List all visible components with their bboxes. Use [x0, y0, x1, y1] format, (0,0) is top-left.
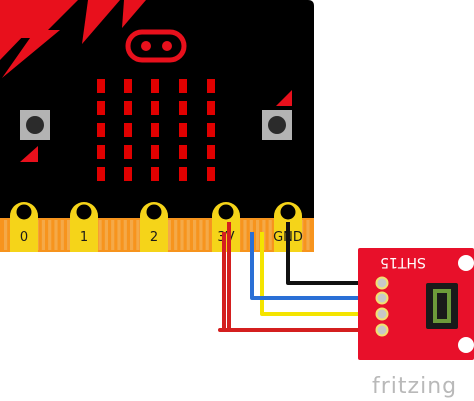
sensor-pin-4[interactable] — [375, 323, 389, 337]
edge-finger — [60, 220, 64, 250]
edge-finger — [130, 220, 134, 250]
button-b-cap[interactable] — [268, 116, 286, 134]
corner-logo-bolt — [2, 0, 78, 78]
led-0-4 — [207, 79, 215, 93]
edge-finger — [167, 220, 171, 250]
led-matrix — [97, 79, 215, 181]
button-b-indicator — [276, 90, 292, 106]
edge-finger — [256, 220, 260, 250]
edge-finger — [48, 220, 52, 250]
led-4-0 — [97, 167, 105, 181]
sensor-pin-1[interactable] — [375, 276, 389, 290]
edge-finger — [123, 220, 127, 250]
led-3-4 — [207, 145, 215, 159]
sensor-pin-2[interactable] — [375, 291, 389, 305]
led-3-1 — [124, 145, 132, 159]
edge-finger — [54, 220, 58, 250]
sensor-mount-hole-bottom-cut — [458, 337, 474, 353]
edge-finger — [117, 220, 121, 250]
button-b[interactable] — [262, 90, 292, 140]
pin-pad-hole — [146, 204, 162, 220]
edge-finger — [180, 220, 184, 250]
sensor-mount-hole-top-cut — [458, 255, 474, 271]
yellow-wire[interactable] — [260, 232, 380, 316]
edge-finger — [199, 220, 203, 250]
edge-finger — [67, 220, 71, 250]
pin-pad-hole — [218, 204, 234, 220]
edge-finger — [104, 220, 108, 250]
touch-logo-dot-left — [141, 41, 151, 51]
led-4-4 — [207, 167, 215, 181]
led-4-2 — [151, 167, 159, 181]
led-3-2 — [151, 145, 159, 159]
button-a-cap[interactable] — [26, 116, 44, 134]
fritzing-watermark: fritzing — [372, 374, 457, 399]
pin-pad-hole — [280, 204, 296, 220]
led-2-2 — [151, 123, 159, 137]
led-3-3 — [179, 145, 187, 159]
edge-finger — [136, 220, 140, 250]
led-4-3 — [179, 167, 187, 181]
corner-logo-wedge-small — [122, 0, 146, 28]
button-a-indicator — [20, 146, 38, 162]
edge-finger — [205, 220, 209, 250]
sensor-pin-3[interactable] — [375, 307, 389, 321]
pin-label: 0 — [20, 230, 28, 245]
led-2-4 — [207, 123, 215, 137]
led-0-2 — [151, 79, 159, 93]
touch-logo-outline[interactable] — [125, 29, 187, 63]
edge-finger — [306, 220, 310, 250]
pin-pad-0[interactable]: 0 — [10, 202, 38, 252]
pin-label: 1 — [80, 230, 88, 245]
sensor-chip-window — [437, 293, 447, 319]
edge-finger — [98, 220, 102, 250]
black-wire[interactable] — [286, 222, 380, 285]
led-1-2 — [151, 101, 159, 115]
edge-finger — [186, 220, 190, 250]
edge-finger — [243, 220, 247, 250]
edge-finger — [268, 220, 272, 250]
led-0-0 — [97, 79, 105, 93]
pin-pad-bottom — [70, 226, 98, 252]
pin-label: 2 — [150, 230, 158, 245]
pin-pad-hole — [76, 204, 92, 220]
led-2-0 — [97, 123, 105, 137]
wires — [218, 222, 380, 332]
led-1-1 — [124, 101, 132, 115]
pin-label: 3V — [217, 230, 234, 245]
touch-logo-dot-right — [162, 41, 172, 51]
pin-pad-2[interactable]: 2 — [140, 202, 168, 252]
blue-wire[interactable] — [250, 232, 380, 300]
sensor-pins — [375, 276, 389, 337]
sensor-label: SHT15 — [380, 254, 426, 270]
led-0-3 — [179, 79, 187, 93]
edge-finger — [174, 220, 178, 250]
corner-logo-wedge — [82, 0, 120, 44]
edge-finger — [4, 220, 8, 250]
led-0-1 — [124, 79, 132, 93]
edge-finger — [41, 220, 45, 250]
pin-pad-bottom — [140, 226, 168, 252]
button-a[interactable] — [20, 110, 50, 162]
led-1-4 — [207, 101, 215, 115]
sht15-sensor: SHT15 — [358, 248, 474, 360]
pin-pad-1[interactable]: 1 — [70, 202, 98, 252]
pin-pad-bottom — [10, 226, 38, 252]
pin-pad-hole — [16, 204, 32, 220]
led-1-3 — [179, 101, 187, 115]
led-1-0 — [97, 101, 105, 115]
edge-finger — [193, 220, 197, 250]
led-2-3 — [179, 123, 187, 137]
led-2-1 — [124, 123, 132, 137]
led-4-1 — [124, 167, 132, 181]
edge-finger — [111, 220, 115, 250]
led-3-0 — [97, 145, 105, 159]
